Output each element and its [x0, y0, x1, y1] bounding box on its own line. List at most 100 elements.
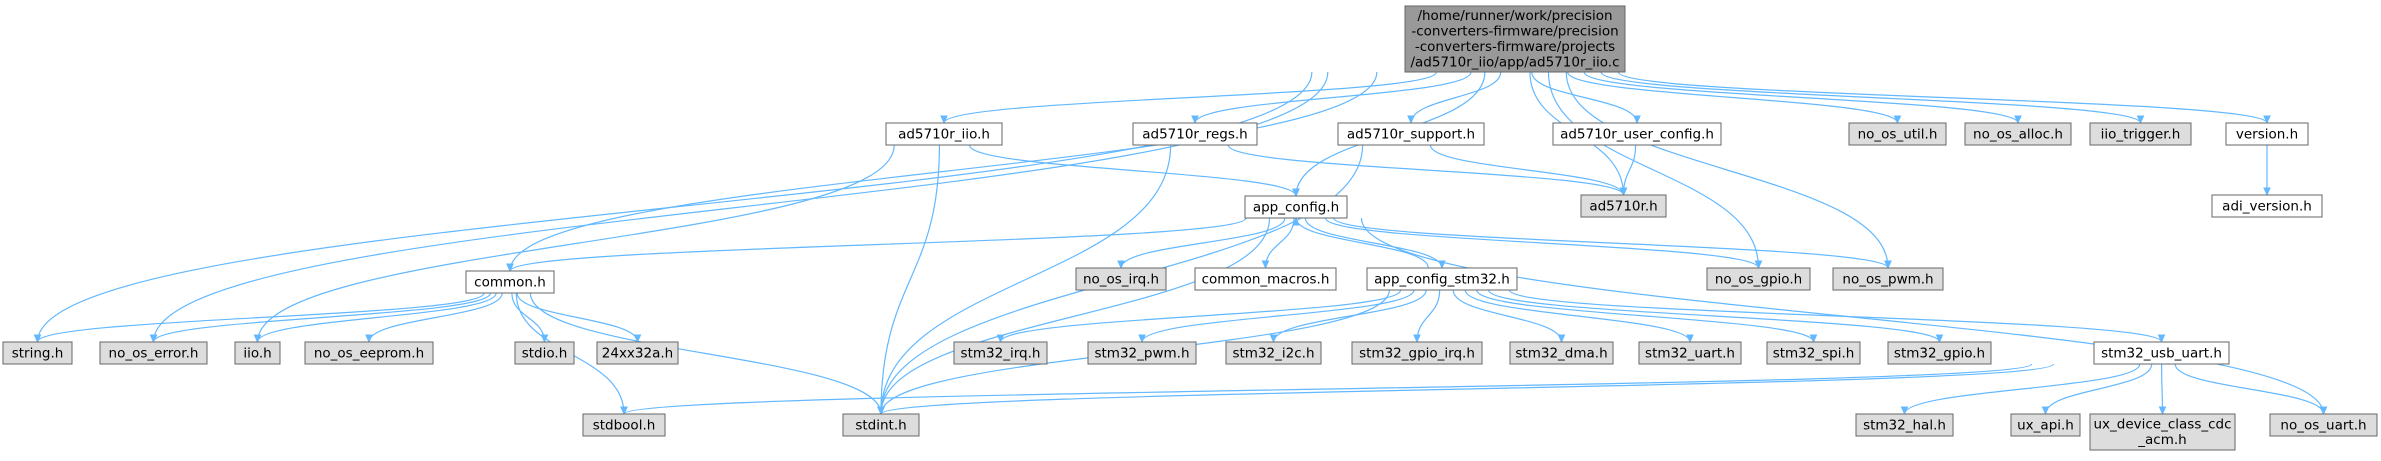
node-box [465, 270, 555, 294]
node-app-config-h[interactable]: app_config.h [1244, 195, 1348, 219]
node-no-os-pwm-h: no_os_pwm.h [1832, 267, 1944, 291]
node-label: 24xx32a.h [602, 345, 673, 361]
edge-root-to-common-h [510, 71, 1378, 271]
node-ad5710r-regs-h[interactable]: ad5710r_regs.h [1132, 122, 1258, 146]
node-ad5710r-user-config-h[interactable]: ad5710r_user_config.h [1552, 122, 1722, 146]
edge-app-config-stm32-h-to-stm32-i2c-h [1274, 289, 1427, 342]
edge-app-config-stm32-h-to-stm32-gpio-h [1488, 289, 1940, 342]
node-box [2093, 341, 2230, 365]
node-ad5710r-support-h[interactable]: ad5710r_support.h [1337, 122, 1485, 146]
node-common-h[interactable]: common.h [465, 270, 555, 294]
node-version-h[interactable]: version.h [2225, 122, 2309, 146]
edge-app-config-stm32-h-to-stm32-spi-h [1476, 289, 1814, 342]
node-stm32-uart-h: stm32_uart.h [1638, 341, 1742, 365]
node-box [304, 341, 434, 365]
edge-root-to-ad5710r-regs-h [1195, 71, 1472, 123]
node-box [1706, 267, 1811, 291]
node-label: app_config_stm32.h [1374, 271, 1510, 287]
node-box [1244, 195, 1348, 219]
edge-ad5710r-support-h-to-ad5710r-h [1429, 144, 1623, 195]
node-box [2211, 194, 2323, 218]
node-stm32-hal-h: stm32_hal.h [1855, 413, 1954, 437]
node-label: no_os_gpio.h [1715, 271, 1802, 287]
node-label: -converters-firmware/precision [1411, 24, 1618, 40]
edge-stm32-usb-uart-h-to-stdbool-h [624, 363, 2033, 414]
node-stm32-usb-uart-h[interactable]: stm32_usb_uart.h [2093, 341, 2230, 365]
node-box [2089, 413, 2236, 451]
node-label: stm32_gpio_irq.h [1359, 345, 1475, 361]
edge-app-config-stm32-h-to-stm32-pwm-h [1142, 289, 1415, 342]
node-box [1964, 122, 2072, 146]
node-label: adi_version.h [2222, 198, 2312, 214]
node-stm32-dma-h: stm32_dma.h [1509, 341, 1614, 365]
edge-root-to-no-os-alloc-h [1583, 71, 2018, 123]
node-iio-h: iio.h [234, 341, 281, 365]
node-box [2, 341, 73, 365]
node-label: /home/runner/work/precision [1417, 8, 1612, 24]
node-box [1351, 341, 1483, 365]
node-no-os-irq-h: no_os_irq.h [1075, 267, 1167, 291]
nodes-layer: /home/runner/work/precision-converters-f… [2, 5, 2378, 451]
node-label: stdint.h [855, 417, 906, 433]
node-label: ux_api.h [2017, 417, 2074, 433]
node-stdio-h: stdio.h [514, 341, 575, 365]
edge-app-config-stm32-h-to-app-config-h [1296, 218, 1429, 269]
node-label: stm32_spi.h [1773, 345, 1855, 361]
node-box [514, 341, 575, 365]
node-ad5710r-iio-h[interactable]: ad5710r_iio.h [885, 122, 1003, 146]
node-label: stdio.h [522, 345, 568, 361]
edge-ad5710r-regs-h-to-ad5710r-h [1227, 144, 1623, 195]
node-box [1887, 341, 1992, 365]
edge-common-h-to-no-os-error-h [154, 292, 491, 342]
edge-app-config-stm32-h-to-stm32-dma-h [1452, 289, 1561, 342]
edge-ad5710r-iio-h-to-iio-h [258, 144, 895, 342]
edge-common-h-to-iio-h [258, 292, 497, 342]
node-box [1132, 122, 1258, 146]
edge-app-config-h-to-stdint-h [881, 217, 1271, 414]
node-label: /ad5710r_iio/app/ad5710r_iio.c [1410, 55, 1619, 71]
edge-app-config-stm32-h-to-stm32-irq-h [1001, 289, 1402, 342]
node-common-macros-h[interactable]: common_macros.h [1194, 267, 1337, 291]
node-stm32-irq-h: stm32_irq.h [953, 341, 1048, 365]
node-box [1366, 267, 1518, 291]
node-box [1552, 122, 1722, 146]
node-box [1509, 341, 1614, 365]
edge-common-h-to-stdint-h [529, 292, 881, 414]
edge-stm32-usb-uart-h-to-stdint-h [881, 363, 2055, 414]
node-label: no_os_pwm.h [1842, 271, 1933, 287]
node-box [1638, 341, 1742, 365]
node-box [1580, 194, 1667, 218]
node-label: ad5710r_support.h [1347, 126, 1475, 142]
node-label: stm32_i2c.h [1232, 345, 1314, 361]
node-no-os-alloc-h: no_os_alloc.h [1964, 122, 2072, 146]
edge-stm32-usb-uart-h-to-ux-device-class-cdc-acm-h [2162, 363, 2163, 414]
edge-app-config-stm32-h-to-stm32-usb-uart-h [1508, 289, 2161, 342]
edge-app-config-h-to-no-os-gpio-h [1324, 217, 1758, 268]
node-stm32-gpio-h: stm32_gpio.h [1887, 341, 1992, 365]
node-label: app_config.h [1253, 199, 1339, 215]
edge-app-config-stm32-h-to-stm32-uart-h [1464, 289, 1690, 342]
edge-ad5710r-iio-h-to-stdint-h [881, 144, 941, 414]
edge-stm32-usb-uart-h-to-no-os-uart-h [2174, 363, 2323, 414]
edge-root-to-iio-trigger-h [1600, 71, 2140, 123]
node-no-os-eeprom-h: no_os_eeprom.h [304, 341, 434, 365]
node-box [596, 341, 679, 365]
node-box [1075, 267, 1167, 291]
node-no-os-util-h: no_os_util.h [1848, 122, 1947, 146]
node-box [2269, 413, 2378, 437]
node-box [234, 341, 281, 365]
edge-app-config-h-to-no-os-irq-h [1121, 217, 1286, 268]
node-label: ad5710r_iio.h [898, 126, 990, 142]
node-root[interactable]: /home/runner/work/precision-converters-f… [1404, 5, 1626, 73]
node-box [1194, 267, 1337, 291]
node-ux-device-class-cdc-acm-h: ux_device_class_cdc_acm.h [2089, 413, 2236, 451]
node-box [1337, 122, 1485, 146]
edge-root-to-no-os-error-h [154, 71, 1329, 342]
edge-common-h-to-24xx32a-h [516, 292, 637, 342]
node-adi-version-h[interactable]: adi_version.h [2211, 194, 2323, 218]
node-app-config-stm32-h[interactable]: app_config_stm32.h [1366, 267, 1518, 291]
node-box [1855, 413, 1954, 437]
node-label: stdbool.h [593, 417, 656, 433]
node-label: ux_device_class_cdc [2093, 417, 2231, 433]
node-no-os-error-h: no_os_error.h [99, 341, 208, 365]
